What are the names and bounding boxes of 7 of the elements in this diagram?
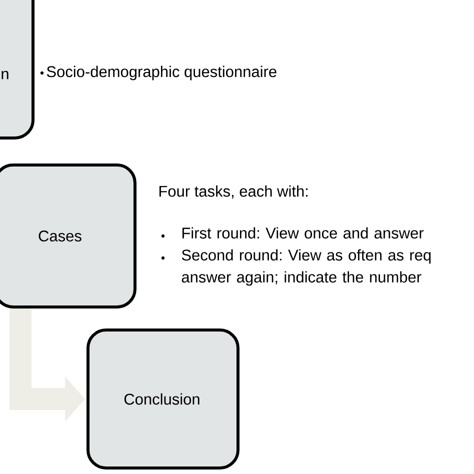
list-heading: Four tasks, each with: — [159, 185, 308, 199]
list-item: Second round: View as often as req answer again; indicate the number — [182, 249, 431, 286]
process-box: Conclusion — [86, 328, 240, 470]
process-box: Cases — [0, 164, 136, 308]
list-item: First round: View once and answer — [182, 227, 424, 239]
process-box: n — [0, 0, 34, 140]
list-item: Socio-demographic questionnaire — [46, 66, 276, 80]
